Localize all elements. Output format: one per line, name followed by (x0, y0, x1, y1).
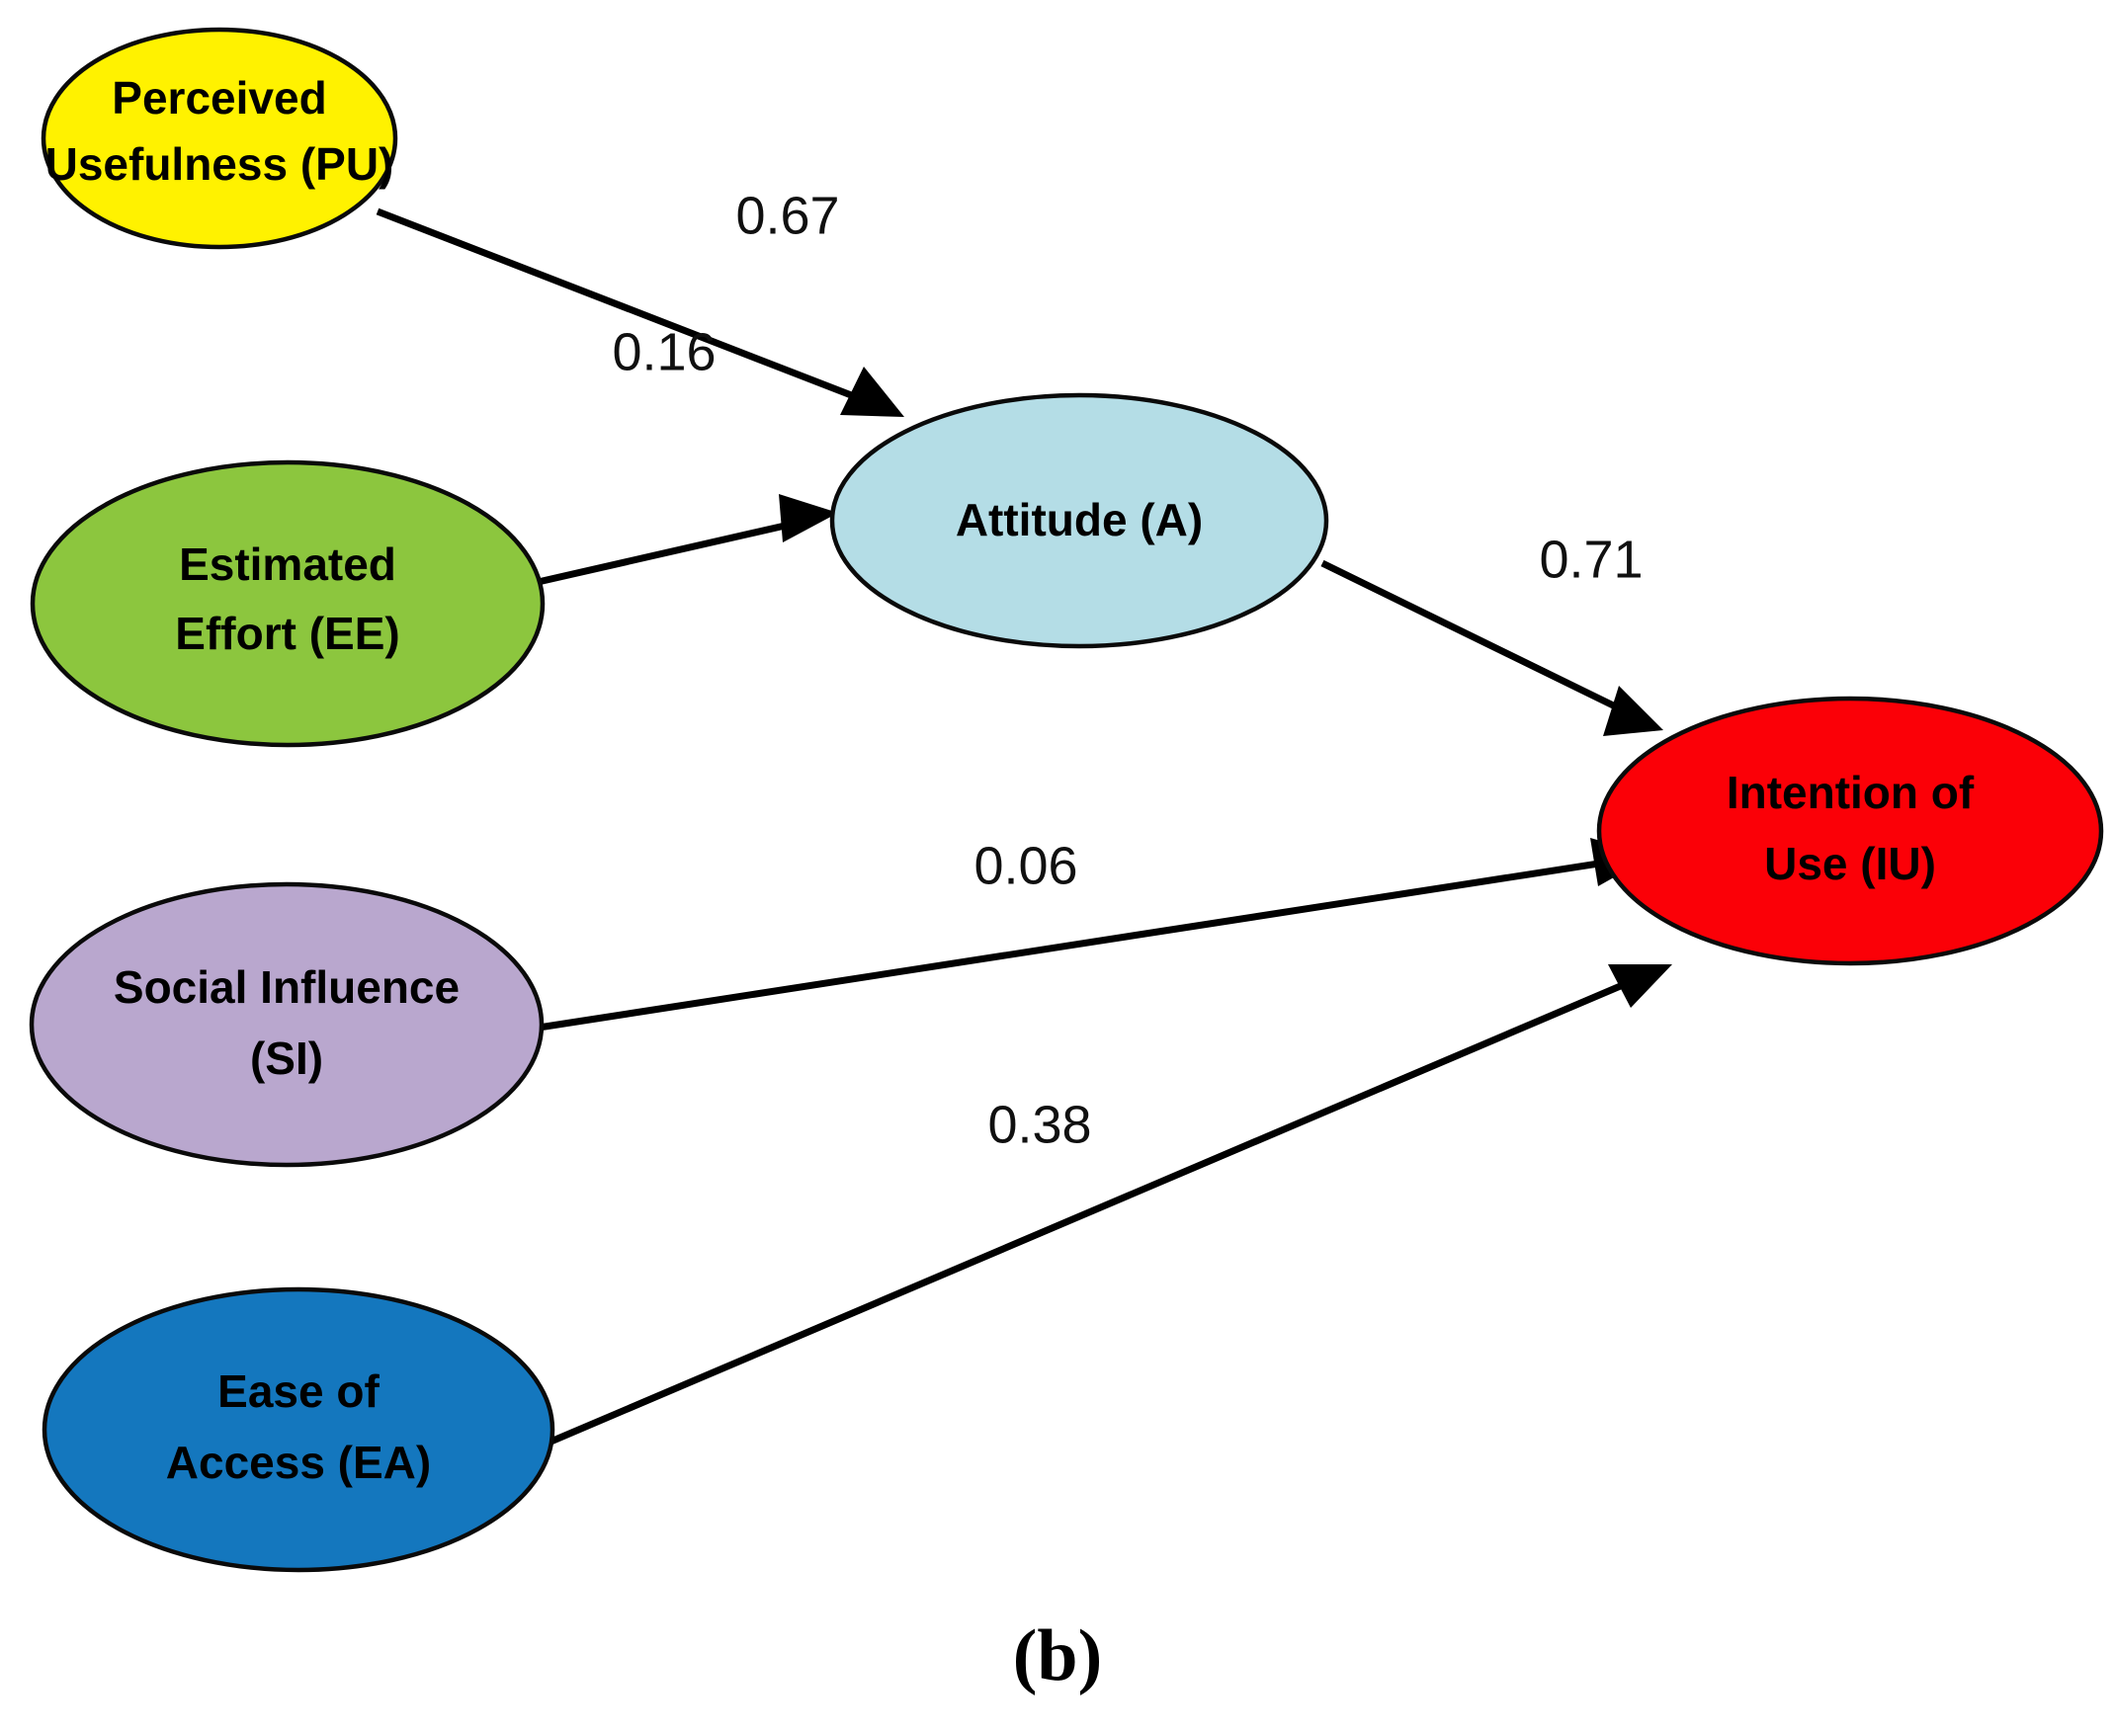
edge-line-si-intention (538, 855, 1632, 1032)
figure-caption: (b) (1013, 1615, 1102, 1696)
edge-ee-to-attitude (533, 494, 838, 587)
node-label-ee-line1: Estimated (179, 538, 396, 590)
edge-label-pu-attitude: 0.67 (735, 186, 839, 245)
edge-label-ee-attitude: 0.16 (612, 322, 716, 381)
edge-line-pu-attitude (376, 207, 891, 414)
node-attitude[interactable]: Attitude (A) (829, 392, 1329, 649)
arrowhead-pu-attitude (840, 367, 904, 417)
node-label-ea-line1: Ease of (217, 1365, 380, 1417)
ellipse-attitude[interactable] (829, 392, 1329, 649)
arrowhead-ee-attitude (779, 494, 838, 542)
node-label-pu-line2: Usefulness (PU) (45, 138, 394, 190)
ellipse-social-influence[interactable] (29, 881, 545, 1168)
node-label-si-line1: Social Influence (114, 961, 460, 1013)
node-label-ee-line2: Effort (EE) (175, 608, 399, 659)
node-label-iu-line1: Intention of (1727, 767, 1975, 818)
node-intention-of-use[interactable]: Intention of Use (IU) (1596, 696, 2104, 966)
node-perceived-usefulness[interactable]: Perceived Usefulness (PU) (41, 27, 398, 250)
edge-si-to-intention (538, 838, 1652, 1032)
edge-line-ea-intention (547, 969, 1652, 1447)
node-label-iu-line2: Use (IU) (1764, 838, 1936, 889)
edge-label-attitude-intention: 0.71 (1539, 530, 1643, 589)
node-ease-of-access[interactable]: Ease of Access (EA) (42, 1286, 555, 1573)
ellipse-estimated-effort[interactable] (30, 459, 546, 748)
node-label-ea-line2: Access (EA) (166, 1437, 431, 1488)
ellipse-ease-of-access[interactable] (42, 1286, 555, 1573)
ellipse-intention-of-use[interactable] (1596, 696, 2104, 966)
edge-pu-to-attitude (376, 207, 904, 417)
edge-line-attitude-intention (1320, 559, 1648, 725)
edge-label-ea-intention: 0.38 (987, 1095, 1091, 1154)
arrowhead-attitude-intention (1603, 686, 1663, 736)
node-label-attitude: Attitude (A) (956, 494, 1203, 545)
edge-label-si-intention: 0.06 (973, 836, 1077, 895)
node-label-pu-line1: Perceived (112, 72, 326, 124)
ellipse-perceived-usefulness[interactable] (41, 27, 398, 250)
node-label-si-line2: (SI) (250, 1033, 323, 1084)
arrowhead-ea-intention (1608, 964, 1672, 1008)
node-estimated-effort[interactable]: Estimated Effort (EE) (30, 459, 546, 748)
edge-line-ee-attitude (533, 515, 816, 587)
edge-attitude-to-intention (1320, 559, 1663, 736)
edge-ea-to-intention (547, 964, 1672, 1447)
node-social-influence[interactable]: Social Influence (SI) (29, 881, 545, 1168)
